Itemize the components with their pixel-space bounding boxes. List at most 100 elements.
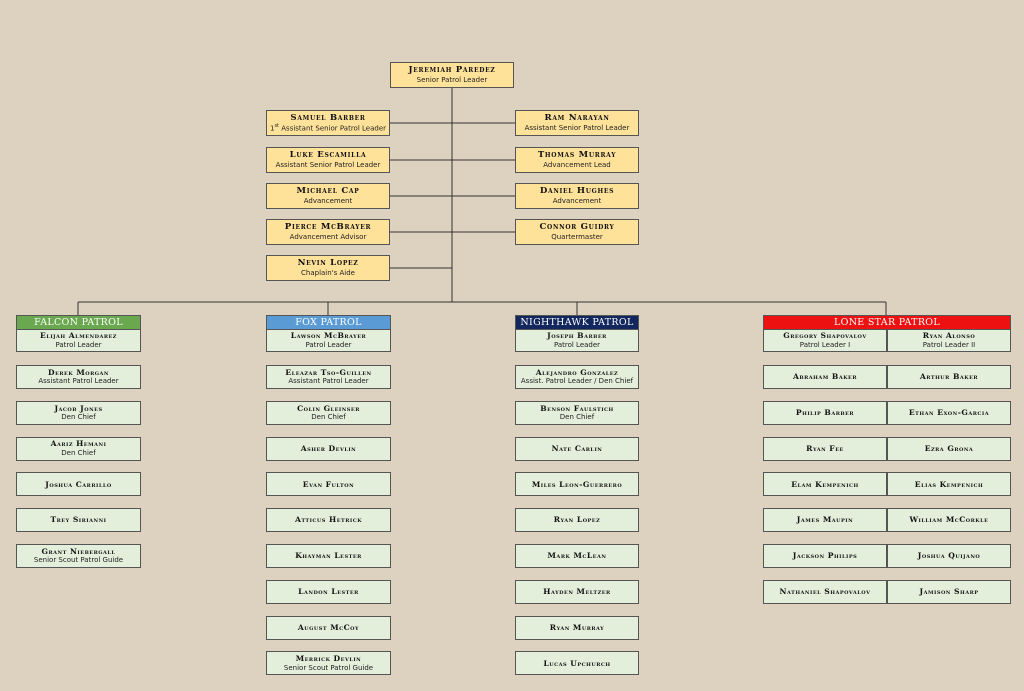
member-box: Elias Kempenich [887, 472, 1011, 497]
member-box: Abraham Baker [763, 365, 887, 389]
member-name: Arthur Baker [919, 372, 979, 382]
member-box: Nate Carlin [515, 436, 639, 461]
member-name: Nathaniel Shapovalov [779, 587, 871, 597]
leader-box: Nevin Lopez Chaplain's Aide [266, 255, 390, 281]
member-box: Lucas Upchurch [515, 651, 639, 676]
member-name: Alejandro Gonzalez [535, 367, 619, 377]
member-role: Patrol Leader [553, 340, 601, 349]
member-name: Elias Kempenich [914, 479, 984, 489]
member-box: Miles Leon-Guerrero [515, 472, 639, 497]
member-name: Ethan Exon-Garcia [908, 408, 990, 418]
member-name: Mark McLean [547, 551, 607, 561]
member-box: Mark McLean [515, 544, 639, 568]
member-box: Jamison Sharp [887, 579, 1011, 604]
member-role: Senior Scout Patrol Guide [283, 663, 374, 672]
member-name: Grant Niebergall [41, 546, 116, 556]
member-box: Joshua Carrillo [16, 472, 141, 497]
member-name: Aariz Hemani [50, 439, 107, 449]
member-role: Assistant Senior Patrol Leader [275, 160, 381, 169]
member-name: Luke Escamilla [289, 150, 367, 161]
member-role: Patrol Leader [55, 340, 102, 349]
member-role: Assistant Patrol Leader [38, 377, 119, 386]
member-box: Elam Kempenich [763, 472, 887, 497]
member-name: Connor Guidry [539, 222, 615, 233]
member-box: Trey Sirianni [16, 508, 141, 533]
member-role: Den Chief [559, 413, 595, 422]
member-box: August McCoy [266, 615, 391, 640]
senior-patrol-leader-box: Jeremiah Paredez Senior Patrol Leader [390, 62, 514, 88]
member-name: Ryan Lopez [553, 515, 601, 525]
member-role: Assistant Patrol Leader [288, 377, 369, 386]
member-name: Philip Barber [795, 408, 855, 418]
member-box: Ezra Grona [887, 436, 1011, 461]
member-box: Evan Fulton [266, 472, 391, 497]
member-name: Atticus Hetrick [294, 515, 363, 525]
member-name: Eleazar Tso-Guillen [285, 367, 372, 377]
member-box: Ryan Fee [763, 436, 887, 461]
member-name: Thomas Murray [537, 150, 617, 161]
member-name: Elijah Almendarez [40, 331, 117, 341]
member-role: Den Chief [61, 448, 96, 457]
member-box: James Maupin [763, 508, 887, 533]
member-name: Khayman Lester [295, 551, 362, 561]
member-name: Asher Devlin [300, 443, 357, 453]
member-role: Patrol Leader II [922, 340, 976, 349]
member-name: Joshua Quijano [917, 551, 981, 561]
member-name: Evan Fulton [302, 479, 355, 489]
member-box: Joshua Quijano [887, 544, 1011, 568]
leader-box: Luke Escamilla Assistant Senior Patrol L… [266, 147, 390, 173]
member-name: Gregory Shapovalov [783, 331, 867, 341]
member-name: Benson Faulstich [540, 403, 614, 413]
member-role: Quartermaster [551, 232, 603, 241]
lone-star-patrol-header: LONE STAR PATROL [763, 315, 1011, 330]
leader-box: Samuel Barber 1st Assistant Senior Patro… [266, 110, 390, 136]
member-role: Advancement Advisor [289, 232, 367, 241]
member-box: Philip Barber [763, 400, 887, 425]
member-name: Ryan Fee [806, 443, 844, 453]
member-box: William McCorkle [887, 508, 1011, 533]
member-name: Lucas Upchurch [543, 658, 611, 668]
member-name: Ram Narayan [544, 113, 610, 124]
member-role: Advancement [303, 196, 353, 205]
member-role: Assist. Patrol Leader / Den Chief [520, 377, 634, 386]
member-name: Nate Carlin [551, 443, 603, 453]
member-role: Patrol Leader [305, 340, 352, 349]
fox-patrol-header: FOX PATROL [266, 315, 391, 330]
member-box: Arthur Baker [887, 365, 1011, 389]
member-name: Ryan Alonso [922, 331, 976, 341]
member-name: Joshua Carrillo [45, 479, 112, 489]
member-role: Patrol Leader I [799, 340, 851, 349]
member-name: Colin Gleinser [297, 403, 360, 413]
member-name: Jeremiah Paredez [408, 65, 496, 76]
member-name: Daniel Hughes [539, 186, 615, 197]
leader-box: Michael Cap Advancement [266, 183, 390, 209]
member-name: Abraham Baker [792, 372, 858, 382]
member-name: Pierce McBrayer [284, 222, 372, 233]
leader-box: Ram Narayan Assistant Senior Patrol Lead… [515, 110, 639, 136]
member-role: 1st Assistant Senior Patrol Leader [269, 123, 387, 133]
member-box: Jackson Philips [763, 544, 887, 568]
member-box: Ryan Lopez [515, 508, 639, 533]
member-name: William McCorkle [909, 515, 989, 525]
member-box: Ryan Murray [515, 615, 639, 640]
member-name: Samuel Barber [290, 112, 366, 123]
member-box: Ethan Exon-Garcia [887, 400, 1011, 425]
member-name: Trey Sirianni [50, 515, 107, 525]
member-name: August McCoy [297, 622, 360, 632]
member-name: James Maupin [796, 515, 854, 525]
member-name: Lawson McBrayer [290, 331, 367, 341]
member-role: Senior Patrol Leader [416, 75, 488, 84]
member-box: Asher Devlin [266, 436, 391, 461]
